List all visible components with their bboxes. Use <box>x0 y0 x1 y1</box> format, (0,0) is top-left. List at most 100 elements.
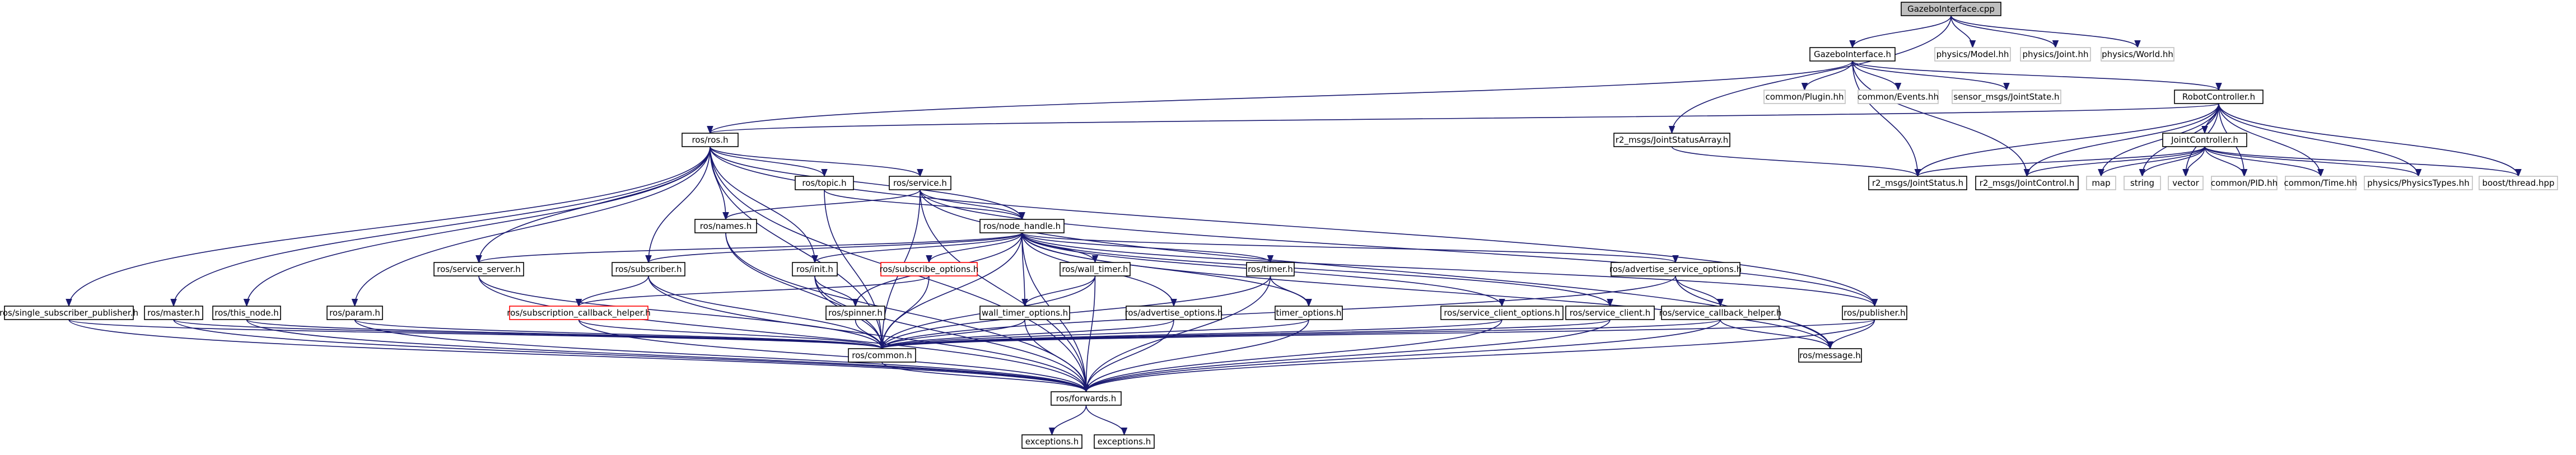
header-node-subscriber[interactable]: ros/subscriber.h <box>612 262 685 276</box>
dependency-edge <box>1024 319 1090 393</box>
dependency-edge <box>2023 146 2205 177</box>
header-node-bthread[interactable]: boost/thread.hpp <box>2479 176 2558 190</box>
header-node-master[interactable]: ros/master.h <box>144 306 203 320</box>
header-node-cplugin[interactable]: common/Plugin.hh <box>1763 90 1846 104</box>
node-box <box>889 176 951 190</box>
dependency-edge <box>710 146 818 264</box>
header-node-timer[interactable]: ros/timer.h <box>1246 262 1295 276</box>
dependency-edge <box>1082 319 1309 393</box>
header-node-service[interactable]: ros/service.h <box>889 176 951 190</box>
dependency-edge <box>246 319 885 350</box>
header-node-vector[interactable]: vector <box>2168 176 2204 190</box>
node-label: physics/World.hh <box>2102 49 2173 59</box>
header-node-r2jsa[interactable]: r2_msgs/JointStatusArray.h <box>1613 133 1730 147</box>
header-node-svcserver[interactable]: ros/service_server.h <box>433 262 524 276</box>
dependency-edge <box>173 319 885 350</box>
header-node-advsvcopts[interactable]: ros/advertise_service_options.h <box>1609 262 1742 276</box>
header-node-timeropts[interactable]: timer_options.h <box>1275 306 1343 320</box>
header-node-r2js[interactable]: r2_msgs/JointStatus.h <box>1868 176 1967 190</box>
header-node-pjoint[interactable]: physics/Joint.hh <box>2020 47 2091 62</box>
node-label: ros/subscribe_options.h <box>880 264 979 275</box>
dependency-edge <box>879 319 1025 350</box>
node-box <box>979 306 1070 320</box>
header-node-robotc[interactable]: RobotController.h <box>2174 90 2264 104</box>
header-node-spinner[interactable]: ros/spinner.h <box>825 306 885 320</box>
header-node-gi_h[interactable]: GazeboInterface.h <box>1809 47 1896 62</box>
node-label: ros/this_node.h <box>214 308 278 318</box>
node-box <box>792 262 838 276</box>
node-label: string <box>2130 178 2154 188</box>
dependency-edge <box>881 362 1090 393</box>
header-node-nodeh[interactable]: ros/node_handle.h <box>979 219 1065 233</box>
dependency-edge <box>2204 146 2422 177</box>
node-box <box>1901 2 2001 16</box>
node-label: common/PID.hh <box>2211 178 2278 188</box>
dependency-edge <box>475 232 1023 264</box>
header-node-thisnode[interactable]: ros/this_node.h <box>212 306 281 320</box>
dependency-edge <box>2204 146 2248 177</box>
node-box <box>2364 176 2473 190</box>
header-node-exceptions2[interactable]: exceptions.h <box>1094 434 1155 449</box>
header-node-message[interactable]: ros/message.h <box>1798 348 1862 363</box>
header-node-svccb[interactable]: ros/service_callback_helper.h <box>1659 306 1782 320</box>
header-node-exceptions1[interactable]: exceptions.h <box>1021 434 1082 449</box>
header-node-forwards[interactable]: ros/forwards.h <box>1051 391 1122 406</box>
node-label: ros/service_callback_helper.h <box>1659 308 1782 318</box>
header-node-subcb[interactable]: ros/subscription_callback_helper.h <box>507 306 651 320</box>
header-node-walltimer[interactable]: ros/wall_timer.h <box>1060 262 1131 276</box>
header-node-jointc[interactable]: JointController.h <box>2162 133 2247 147</box>
dependency-edge <box>1914 103 2219 177</box>
node-box <box>2168 176 2204 190</box>
header-node-common[interactable]: ros/common.h <box>848 348 916 363</box>
header-node-cevents[interactable]: common/Events.hh <box>1858 90 1939 104</box>
dependency-edge <box>2182 146 2205 177</box>
node-label: ros/param.h <box>329 308 380 318</box>
header-node-publisher[interactable]: ros/publisher.h <box>1842 306 1907 320</box>
dependency-edge <box>578 319 885 350</box>
dependency-edge <box>576 275 930 307</box>
dependency-edge <box>1950 15 2059 49</box>
node-label: ros/forwards.h <box>1056 393 1116 404</box>
node-label: GazeboInterface.cpp <box>1907 4 1995 14</box>
header-node-svcclient[interactable]: ros/service_client.h <box>1565 306 1655 320</box>
dependency-edge <box>1021 232 1274 264</box>
header-node-pptypes[interactable]: physics/PhysicsTypes.hh <box>2364 176 2473 190</box>
dependency-edge <box>879 319 1502 350</box>
node-label: common/Events.hh <box>1858 92 1939 102</box>
dependency-edge <box>1852 60 2010 91</box>
header-node-sensor[interactable]: sensor_msgs/JointState.h <box>1952 90 2061 104</box>
node-box <box>4 306 134 320</box>
dependency-edge <box>1085 405 1128 436</box>
node-label: ros/node_handle.h <box>983 221 1061 232</box>
node-box <box>1246 262 1295 276</box>
header-node-cpid[interactable]: common/PID.hh <box>2211 176 2278 190</box>
node-label: common/Time.hh <box>2284 178 2358 188</box>
header-node-map[interactable]: map <box>2086 176 2116 190</box>
dependency-edge <box>645 146 711 264</box>
node-label: ros/wall_timer.h <box>1062 264 1128 275</box>
header-node-pmodel[interactable]: physics/Model.hh <box>1934 47 2011 62</box>
dependency-edge <box>351 146 711 307</box>
header-node-svcclientopts[interactable]: ros/service_client_options.h <box>1440 306 1564 320</box>
header-node-sspub[interactable]: ros/single_subscriber_publisher.h <box>0 306 138 320</box>
header-node-walltimeropts[interactable]: wall_timer_options.h <box>979 306 1070 320</box>
header-node-root[interactable]: GazeboInterface.cpp <box>1901 2 2001 16</box>
node-box <box>694 219 757 233</box>
header-node-init[interactable]: ros/init.h <box>792 262 838 276</box>
dependency-edge <box>1914 146 2205 177</box>
node-label: map <box>2092 178 2110 188</box>
header-node-topic[interactable]: ros/topic.h <box>795 176 854 190</box>
header-node-names[interactable]: ros/names.h <box>694 219 757 233</box>
dependency-edge <box>645 232 1023 264</box>
header-node-pworld[interactable]: physics/World.hh <box>2101 47 2174 62</box>
header-node-subopts[interactable]: ros/subscribe_options.h <box>880 262 979 276</box>
header-node-r2jc[interactable]: r2_msgs/JointControl.h <box>1975 176 2079 190</box>
dependency-edge <box>824 189 1025 221</box>
dependency-edge <box>1021 232 1679 264</box>
header-node-ctime[interactable]: common/Time.hh <box>2284 176 2358 190</box>
header-node-param[interactable]: ros/param.h <box>326 306 383 320</box>
header-node-string[interactable]: string <box>2124 176 2161 190</box>
header-node-rosh[interactable]: ros/ros.h <box>682 133 739 147</box>
dependency-edge <box>2204 146 2522 177</box>
header-node-advopts[interactable]: ros/advertise_options.h <box>1125 306 1223 320</box>
